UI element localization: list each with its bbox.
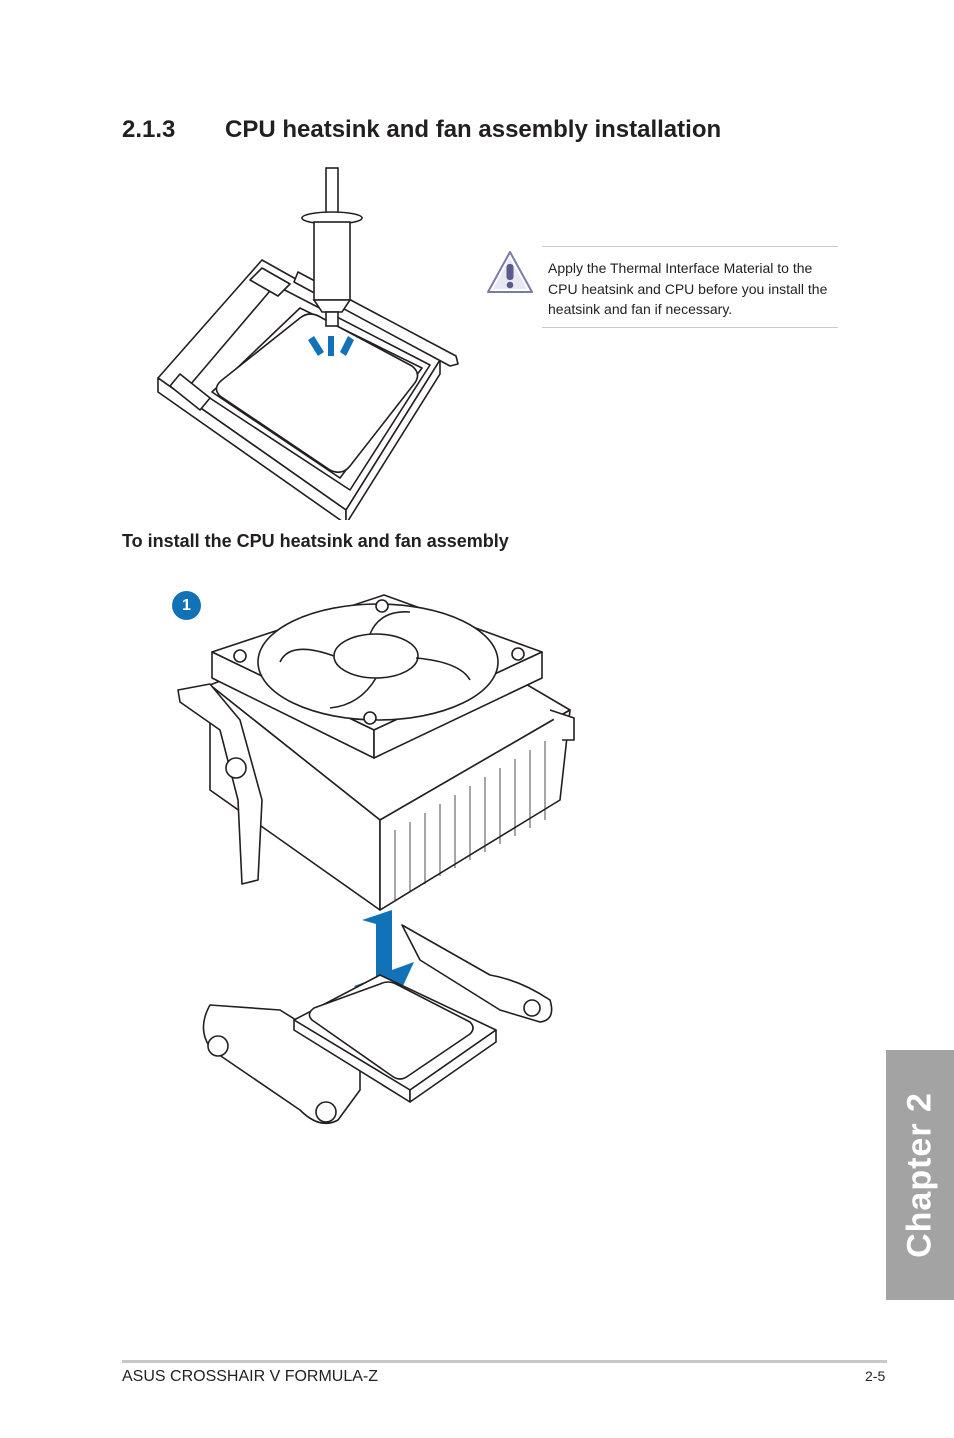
- note-text: Apply the Thermal Interface Material to …: [548, 260, 828, 317]
- footer-product-name: ASUS CROSSHAIR V FORMULA-Z: [122, 1368, 379, 1385]
- footer-divider: [122, 1360, 887, 1363]
- section-heading: 2.1.3 CPU heatsink and fan assembly inst…: [122, 116, 721, 144]
- procedure-heading: To install the CPU heatsink and fan asse…: [122, 531, 509, 551]
- step-number-badge: 1: [172, 591, 201, 620]
- section-title: CPU heatsink and fan assembly installati…: [225, 116, 722, 143]
- chapter-tab: Chapter 2: [886, 1050, 954, 1300]
- footer-page-number: 2-5: [865, 1368, 886, 1384]
- caution-triangle-icon: [487, 251, 533, 293]
- section-number: 2.1.3: [122, 116, 176, 143]
- note-box: Apply the Thermal Interface Material to …: [542, 246, 838, 328]
- chapter-tab-label: Chapter 2: [900, 1092, 939, 1258]
- heatsink-installation-illustration: [177, 594, 575, 1125]
- thermal-paste-illustration: [157, 167, 459, 520]
